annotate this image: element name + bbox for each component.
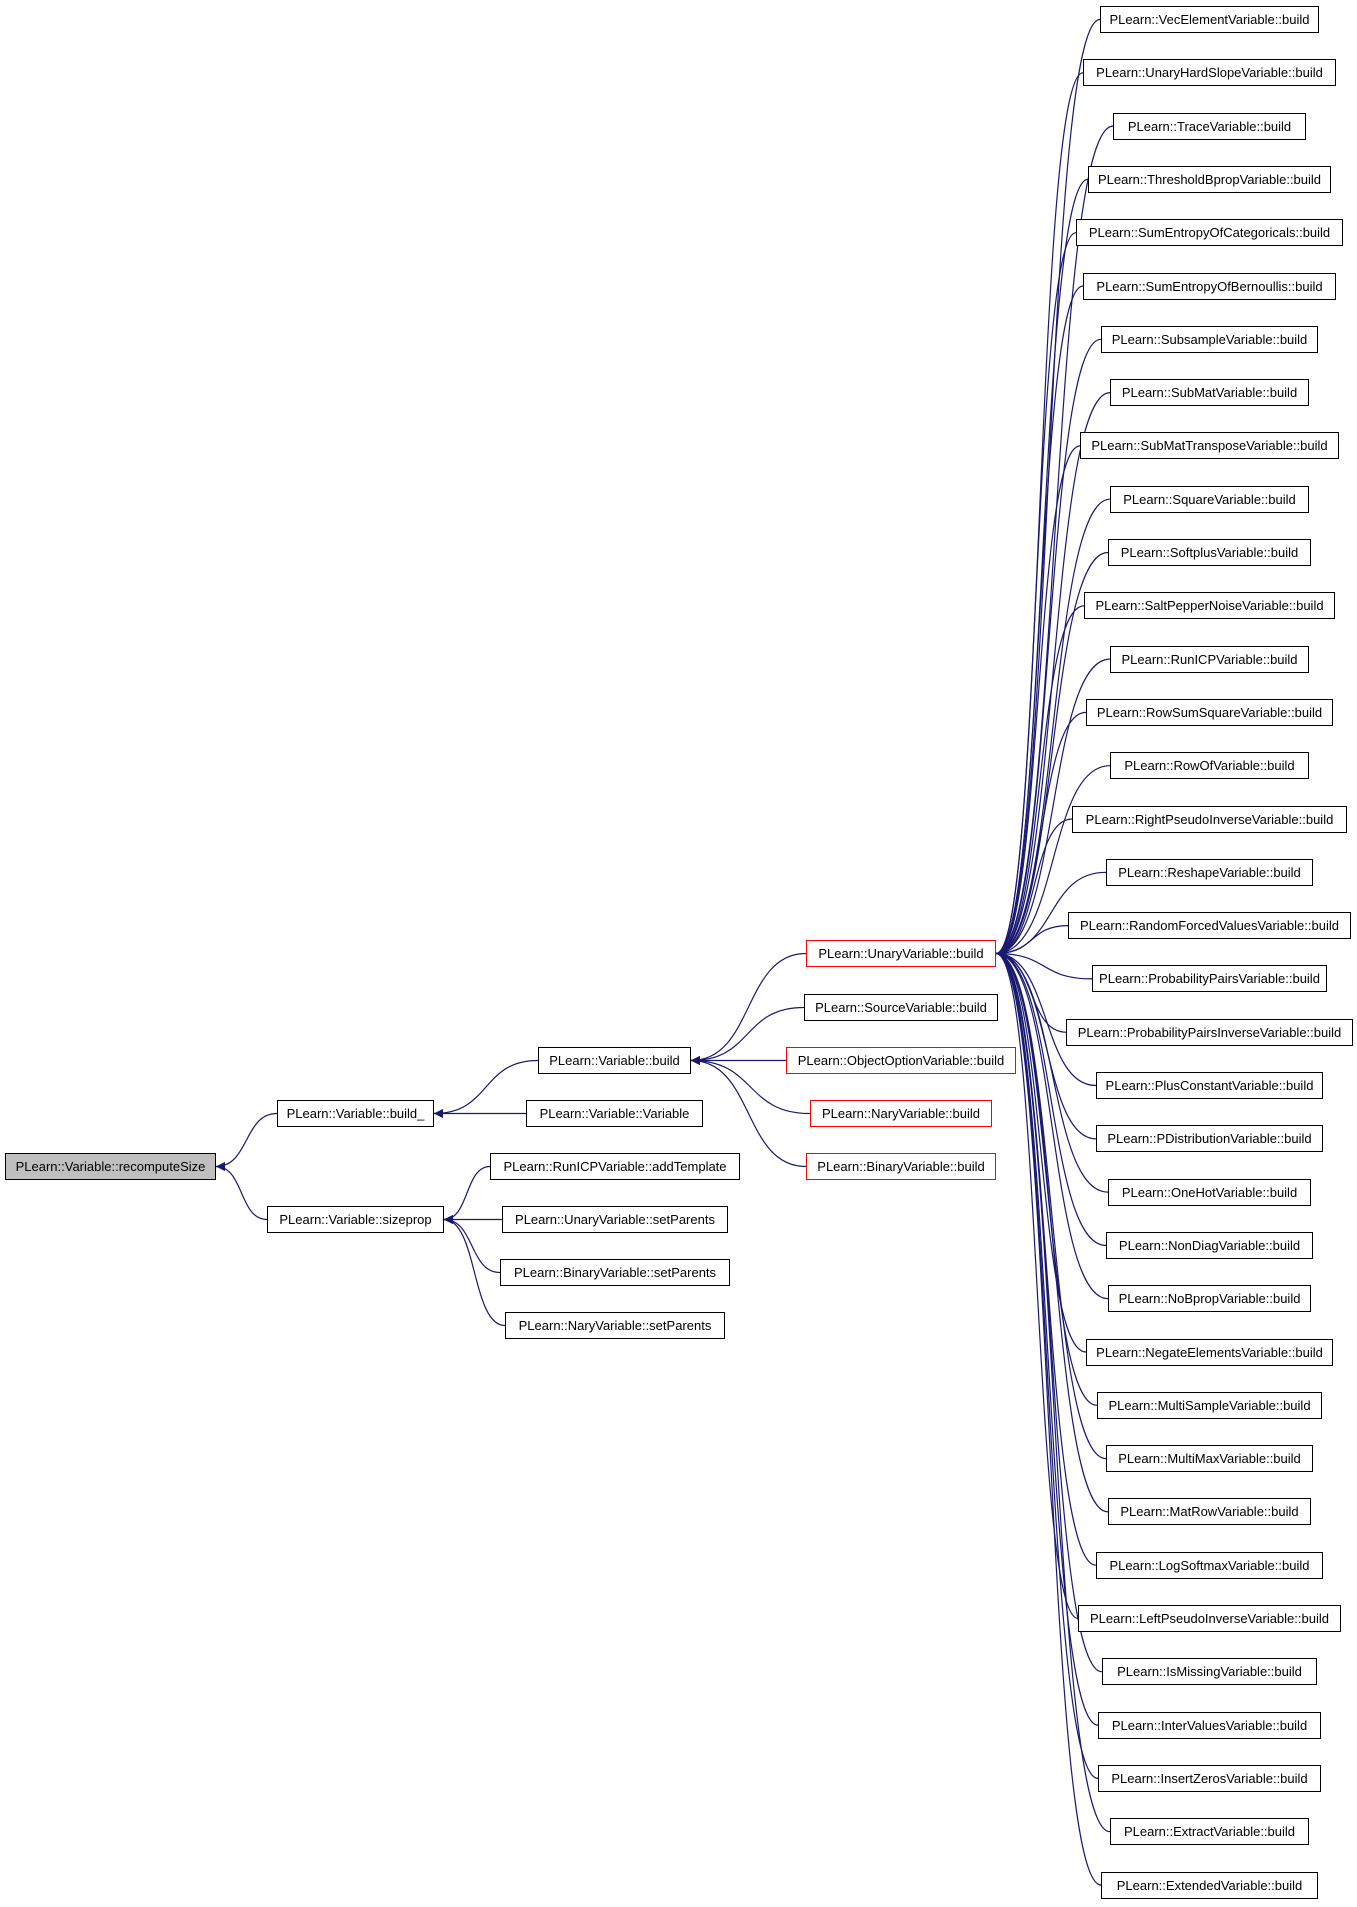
node-plearn-no-bprop-variable-build[interactable]: PLearn::NoBpropVariable::build: [1108, 1285, 1311, 1313]
node-plearn-unary-hard-slope-variable-build[interactable]: PLearn::UnaryHardSlopeVariable::build: [1083, 59, 1336, 87]
node-plearn-inter-values-variable-build[interactable]: PLearn::InterValuesVariable::build: [1098, 1711, 1321, 1739]
edge-binary_build-to-vbuild: [690, 1056, 807, 1168]
node-plearn-pdistribution-variable-build[interactable]: PLearn::PDistributionVariable::build: [1096, 1125, 1323, 1153]
edge-build_-to-recomputeSize: [215, 1112, 278, 1171]
node-plearn-probability-pairs-inverse-variable-build[interactable]: PLearn::ProbabilityPairsInverseVariable:…: [1066, 1018, 1353, 1046]
node-plearn-one-hot-variable-build[interactable]: PLearn::OneHotVariable::build: [1108, 1178, 1311, 1206]
node-plearn-sub-mat-transpose-variable-build[interactable]: PLearn::SubMatTransposeVariable::build: [1080, 432, 1339, 460]
edge-c24-to-unary_build: [995, 949, 1109, 1300]
edge-c23-to-unary_build: [995, 949, 1107, 1246]
edge-c15-to-unary_build: [995, 818, 1073, 958]
edge-c17-to-unary_build: [995, 925, 1069, 958]
node-plearn-binary-variable-set-parents[interactable]: PLearn::BinaryVariable::setParents: [500, 1259, 730, 1286]
node-plearn-vec-element-variable-build[interactable]: PLearn::VecElementVariable::build: [1100, 6, 1319, 33]
node-plearn-reshape-variable-build[interactable]: PLearn::ReshapeVariable::build: [1106, 858, 1313, 886]
node-plearn-sum-entropy-of-bernoullis-build[interactable]: PLearn::SumEntropyOfBernoullis::build: [1083, 272, 1336, 300]
edge-c30-to-unary_build: [995, 949, 1079, 1620]
edge-runicp_addt-to-sizeprop: [443, 1165, 491, 1224]
edge-c09-to-unary_build: [995, 498, 1111, 958]
node-plearn-random-forced-values-variable-build[interactable]: PLearn::RandomForcedValuesVariable::buil…: [1068, 912, 1351, 940]
node-plearn-subsample-variable-build[interactable]: PLearn::SubsampleVariable::build: [1101, 325, 1318, 353]
node-plearn-non-diag-variable-build[interactable]: PLearn::NonDiagVariable::build: [1106, 1231, 1313, 1259]
node-plearn-is-missing-variable-build[interactable]: PLearn::IsMissingVariable::build: [1102, 1658, 1317, 1686]
edge-c08-to-unary_build: [995, 445, 1081, 958]
node-plearn-variable-variable[interactable]: PLearn::Variable::Variable: [526, 1100, 703, 1127]
node-plearn-multi-max-variable-build[interactable]: PLearn::MultiMaxVariable::build: [1106, 1445, 1313, 1473]
node-plearn-softplus-variable-build[interactable]: PLearn::SoftplusVariable::build: [1108, 539, 1311, 566]
node-plearn-nary-variable-set-parents[interactable]: PLearn::NaryVariable::setParents: [505, 1312, 725, 1339]
node-plearn-run-icpvariable-add-template[interactable]: PLearn::RunICPVariable::addTemplate: [490, 1153, 740, 1180]
node-plearn-extract-variable-build[interactable]: PLearn::ExtractVariable::build: [1110, 1818, 1309, 1846]
node-plearn-unary-variable-set-parents[interactable]: PLearn::UnaryVariable::setParents: [502, 1206, 728, 1233]
node-plearn-variable-recompute-size: PLearn::Variable::recomputeSize: [5, 1153, 216, 1180]
node-plearn-insert-zeros-variable-build[interactable]: PLearn::InsertZerosVariable::build: [1098, 1764, 1321, 1792]
node-plearn-row-sum-square-variable-build[interactable]: PLearn::RowSumSquareVariable::build: [1086, 698, 1333, 726]
node-plearn-mat-row-variable-build[interactable]: PLearn::MatRowVariable::build: [1108, 1498, 1311, 1526]
edge-nary_build-to-vbuild: [690, 1056, 811, 1115]
node-plearn-nary-variable-build[interactable]: PLearn::NaryVariable::build: [810, 1100, 992, 1127]
edge-c12-to-unary_build: [995, 658, 1111, 958]
node-plearn-right-pseudo-inverse-variable-build[interactable]: PLearn::RightPseudoInverseVariable::buil…: [1072, 805, 1347, 833]
edge-c07-to-unary_build: [995, 392, 1111, 958]
node-plearn-sub-mat-variable-build[interactable]: PLearn::SubMatVariable::build: [1110, 379, 1309, 407]
node-plearn-multi-sample-variable-build[interactable]: PLearn::MultiSampleVariable::build: [1097, 1391, 1322, 1419]
node-plearn-salt-pepper-noise-variable-build[interactable]: PLearn::SaltPepperNoiseVariable::build: [1084, 592, 1335, 620]
edge-c22-to-unary_build: [995, 949, 1109, 1193]
node-plearn-left-pseudo-inverse-variable-build[interactable]: PLearn::LeftPseudoInverseVariable::build: [1078, 1605, 1341, 1632]
edge-c35-to-unary_build: [995, 949, 1102, 1886]
node-plearn-object-option-variable-build[interactable]: PLearn::ObjectOptionVariable::build: [786, 1047, 1016, 1074]
node-plearn-source-variable-build[interactable]: PLearn::SourceVariable::build: [804, 994, 998, 1021]
edge-source_build-to-vbuild: [690, 1006, 805, 1065]
edge-c11-to-unary_build: [995, 605, 1085, 958]
node-plearn-trace-variable-build[interactable]: PLearn::TraceVariable::build: [1113, 112, 1306, 140]
edge-c20-to-unary_build: [995, 949, 1097, 1087]
node-plearn-plus-constant-variable-build[interactable]: PLearn::PlusConstantVariable::build: [1096, 1072, 1323, 1099]
node-plearn-variable-sizeprop[interactable]: PLearn::Variable::sizeprop: [267, 1206, 444, 1233]
edge-c14-to-unary_build: [995, 765, 1111, 958]
node-plearn-binary-variable-build[interactable]: PLearn::BinaryVariable::build: [806, 1153, 996, 1180]
edge-c25-to-unary_build: [995, 949, 1087, 1353]
edge-c34-to-unary_build: [995, 949, 1111, 1833]
edge-unary_build-to-vbuild: [690, 952, 807, 1065]
node-plearn-row-of-variable-build[interactable]: PLearn::RowOfVariable::build: [1110, 752, 1309, 780]
edge-c05-to-unary_build: [995, 285, 1084, 958]
edge-sizeprop-to-recomputeSize: [215, 1162, 268, 1221]
edge-nary_setp-to-sizeprop: [443, 1215, 506, 1327]
edge-vbuild-to-build_: [433, 1059, 539, 1118]
node-plearn-variable-build[interactable]: PLearn::Variable::build: [538, 1047, 691, 1074]
edge-c28-to-unary_build: [995, 949, 1109, 1513]
edge-c13-to-unary_build: [995, 711, 1087, 958]
node-plearn-threshold-bprop-variable-build[interactable]: PLearn::ThresholdBpropVariable::build: [1088, 165, 1331, 193]
node-plearn-negate-elements-variable-build[interactable]: PLearn::NegateElementsVariable::build: [1086, 1338, 1333, 1366]
node-plearn-log-softmax-variable-build[interactable]: PLearn::LogSoftmaxVariable::build: [1096, 1551, 1323, 1579]
node-plearn-square-variable-build[interactable]: PLearn::SquareVariable::build: [1110, 485, 1309, 513]
edge-c04-to-unary_build: [995, 232, 1077, 958]
node-plearn-extended-variable-build[interactable]: PLearn::ExtendedVariable::build: [1101, 1871, 1318, 1899]
node-plearn-sum-entropy-of-categoricals-build[interactable]: PLearn::SumEntropyOfCategoricals::build: [1076, 219, 1343, 247]
edge-c32-to-unary_build: [995, 949, 1099, 1726]
node-plearn-run-icpvariable-build[interactable]: PLearn::RunICPVariable::build: [1110, 645, 1309, 673]
node-plearn-probability-pairs-variable-build[interactable]: PLearn::ProbabilityPairsVariable::build: [1092, 965, 1327, 993]
edge-c06-to-unary_build: [995, 338, 1102, 958]
node-plearn-variable-build[interactable]: PLearn::Variable::build_: [277, 1100, 434, 1127]
edge-c18-to-unary_build: [995, 949, 1093, 980]
node-plearn-unary-variable-build[interactable]: PLearn::UnaryVariable::build: [806, 940, 996, 967]
